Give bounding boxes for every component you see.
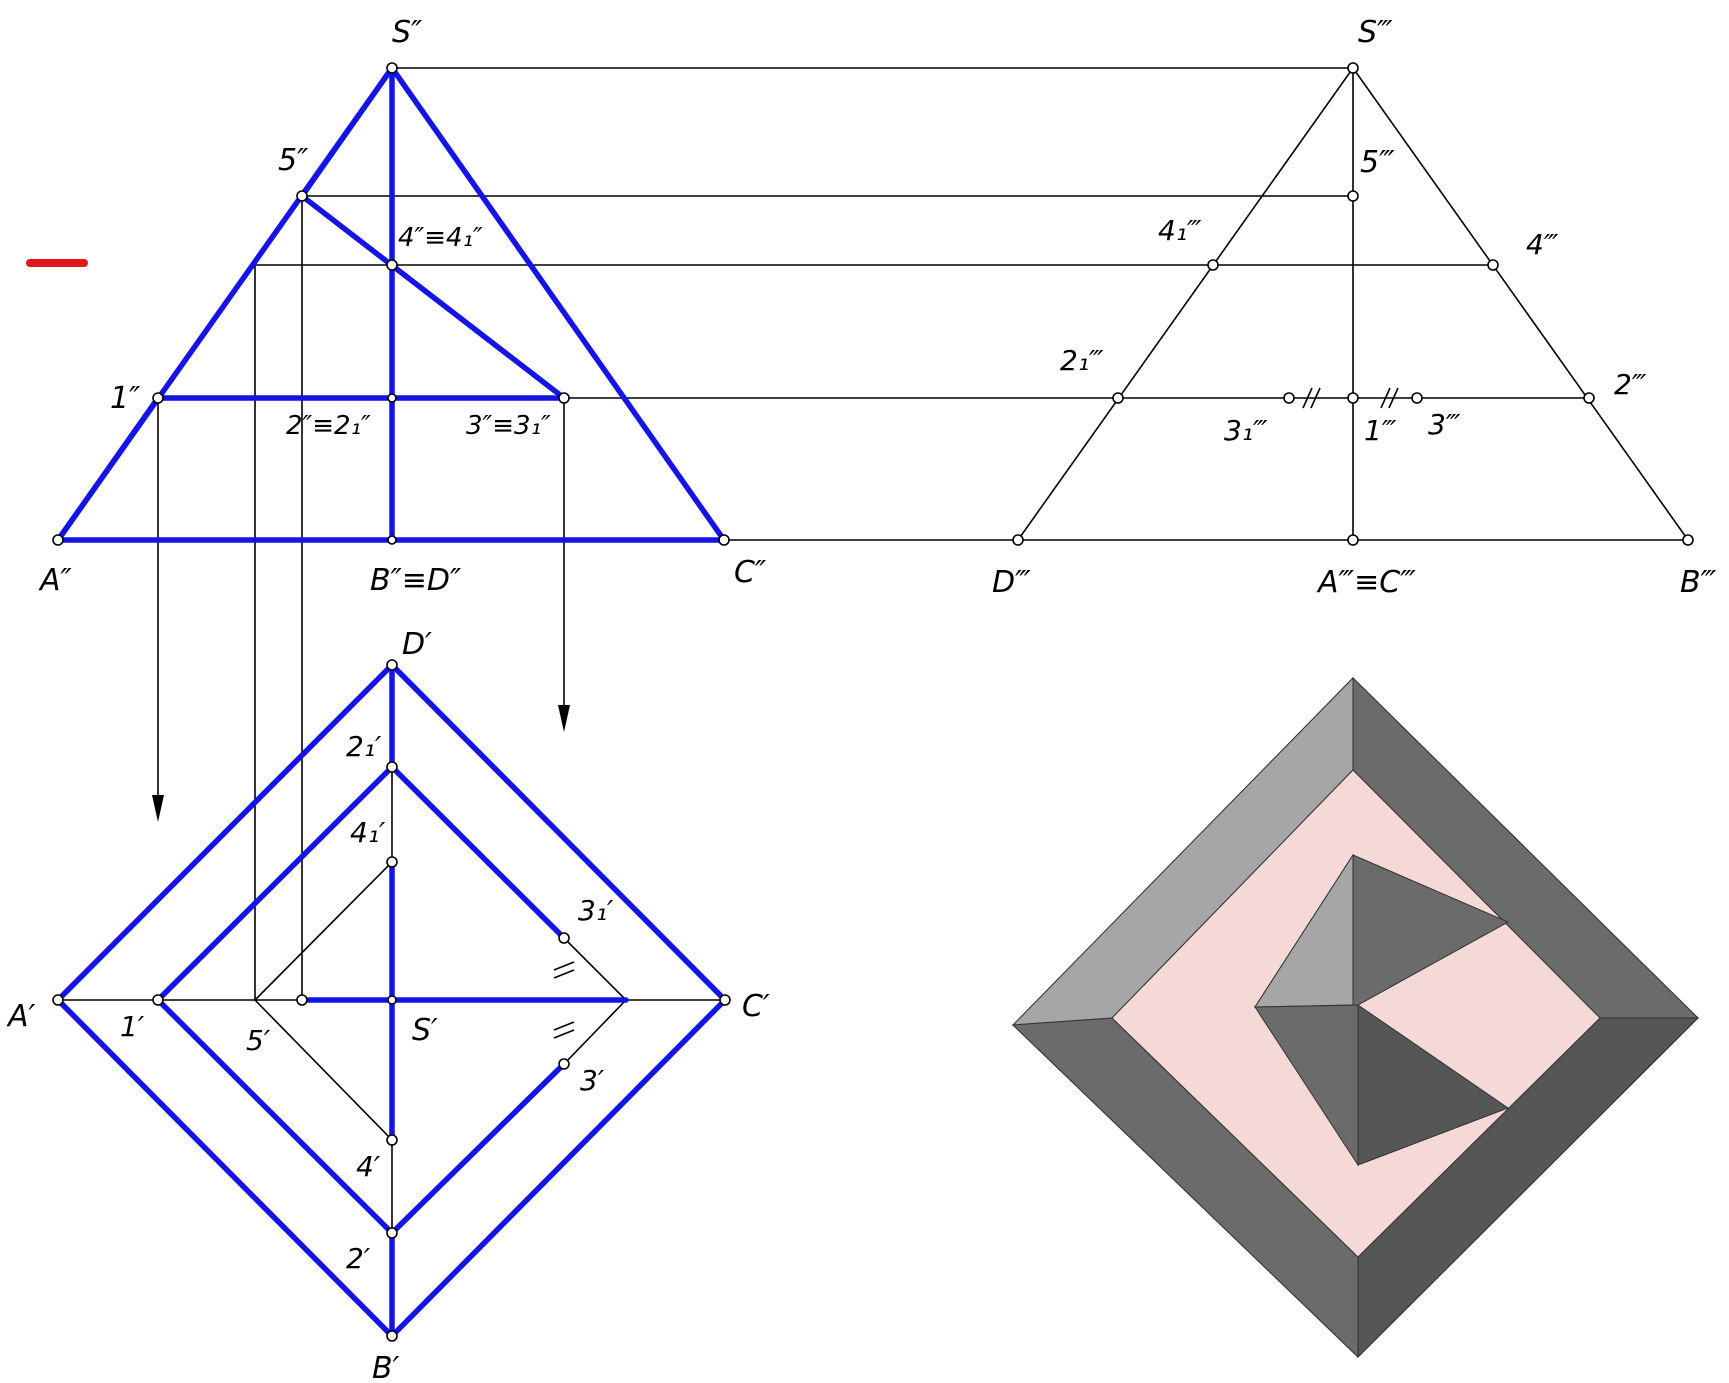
- label-41-profile: 4₁‴: [1158, 214, 1202, 247]
- label-41-top: 4₁′: [350, 816, 386, 849]
- label-A-top: A′: [6, 999, 36, 1034]
- pyramid-3d-render: [1011, 676, 1700, 1359]
- label-5-front: 5″: [278, 143, 309, 178]
- label-1-front: 1″: [110, 381, 141, 416]
- profile-view: [1017, 67, 1689, 541]
- label-2-top: 2′: [346, 1242, 371, 1275]
- label-S-profile: S‴: [1358, 15, 1393, 50]
- label-2-profile: 2‴: [1614, 368, 1647, 401]
- label-21-top: 2₁′: [346, 730, 382, 763]
- label-S-front: S″: [392, 15, 423, 50]
- label-B-profile: B‴: [1680, 565, 1717, 600]
- label-1-profile: 1‴: [1364, 414, 1397, 447]
- label-BD-front: B″≡D″: [370, 563, 462, 598]
- label-31-profile: 3₁‴: [1224, 414, 1268, 447]
- arrow-down-icon: [152, 795, 164, 822]
- label-D-profile: D‴: [992, 565, 1031, 600]
- label-3-front: 3″≡3₁″: [466, 411, 551, 441]
- label-A-front: A″: [38, 563, 73, 598]
- label-3-profile: 3‴: [1428, 408, 1461, 441]
- label-4-front: 4″≡4₁″: [398, 223, 483, 253]
- label-2-front: 2″≡2₁″: [286, 411, 371, 441]
- label-AC-profile: A‴≡C‴: [1316, 565, 1416, 600]
- arrow-down-icon: [558, 705, 570, 732]
- label-D-top: D′: [402, 627, 432, 662]
- label-4-top: 4′: [356, 1150, 381, 1183]
- labels: S″ S‴ 5″ 5‴ 4″≡4₁″ 4₁‴ 4‴ 1″ 2″≡2₁″ 3″≡3…: [6, 15, 1717, 1383]
- label-S-top: S′: [412, 1013, 438, 1048]
- label-C-front: C″: [734, 555, 767, 590]
- label-C-top: C′: [742, 989, 770, 1024]
- label-5-top: 5′: [246, 1024, 271, 1057]
- label-3-top: 3′: [580, 1064, 605, 1097]
- label-4-profile: 4‴: [1526, 228, 1559, 261]
- label-31-top: 3₁′: [578, 894, 614, 927]
- label-1-top: 1′: [120, 1010, 145, 1043]
- label-21-profile: 2₁‴: [1060, 344, 1104, 377]
- label-5-profile: 5‴: [1360, 145, 1395, 180]
- points: [52, 62, 1694, 1342]
- label-B-top: B′: [372, 1351, 400, 1383]
